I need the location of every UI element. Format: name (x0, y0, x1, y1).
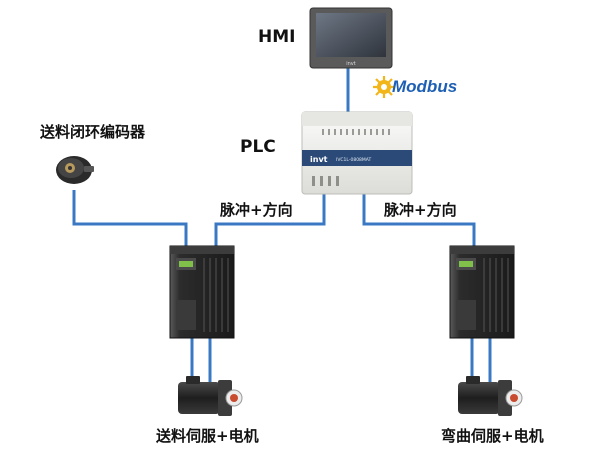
cables (72, 68, 492, 382)
hmi-label: HMI (258, 27, 296, 47)
servo-drive-icon (169, 245, 235, 339)
modbus-label: Modbus (392, 77, 458, 96)
pulse-direction-right-label: 脉冲+方向 (384, 201, 457, 219)
bend-servo-motor-label: 弯曲伺服+电机 (441, 427, 544, 445)
encoder-icon (56, 156, 94, 184)
servo-drive-icon (449, 245, 515, 339)
feed-servo-motor-label: 送料伺服+电机 (156, 427, 259, 445)
hmi-brand: invt (346, 61, 356, 67)
hmi-panel-icon: invt (309, 7, 393, 69)
servo-motor-icon (458, 376, 523, 416)
servo-motor-icon (178, 376, 243, 416)
cable-plc-left-drive (214, 194, 326, 246)
modbus-logo-icon (373, 76, 395, 98)
plc-brand: invt (310, 155, 328, 164)
cable-encoder-drive (72, 190, 188, 246)
pulse-direction-left-label: 脉冲+方向 (220, 201, 293, 219)
plc-label: PLC (240, 137, 276, 157)
encoder-label: 送料闭环编码器 (40, 123, 146, 141)
plc-unit-icon: invt IVC1L-0808MAT (301, 111, 413, 195)
cable-plc-right-drive (362, 194, 476, 246)
plc-model: IVC1L-0808MAT (336, 157, 372, 163)
